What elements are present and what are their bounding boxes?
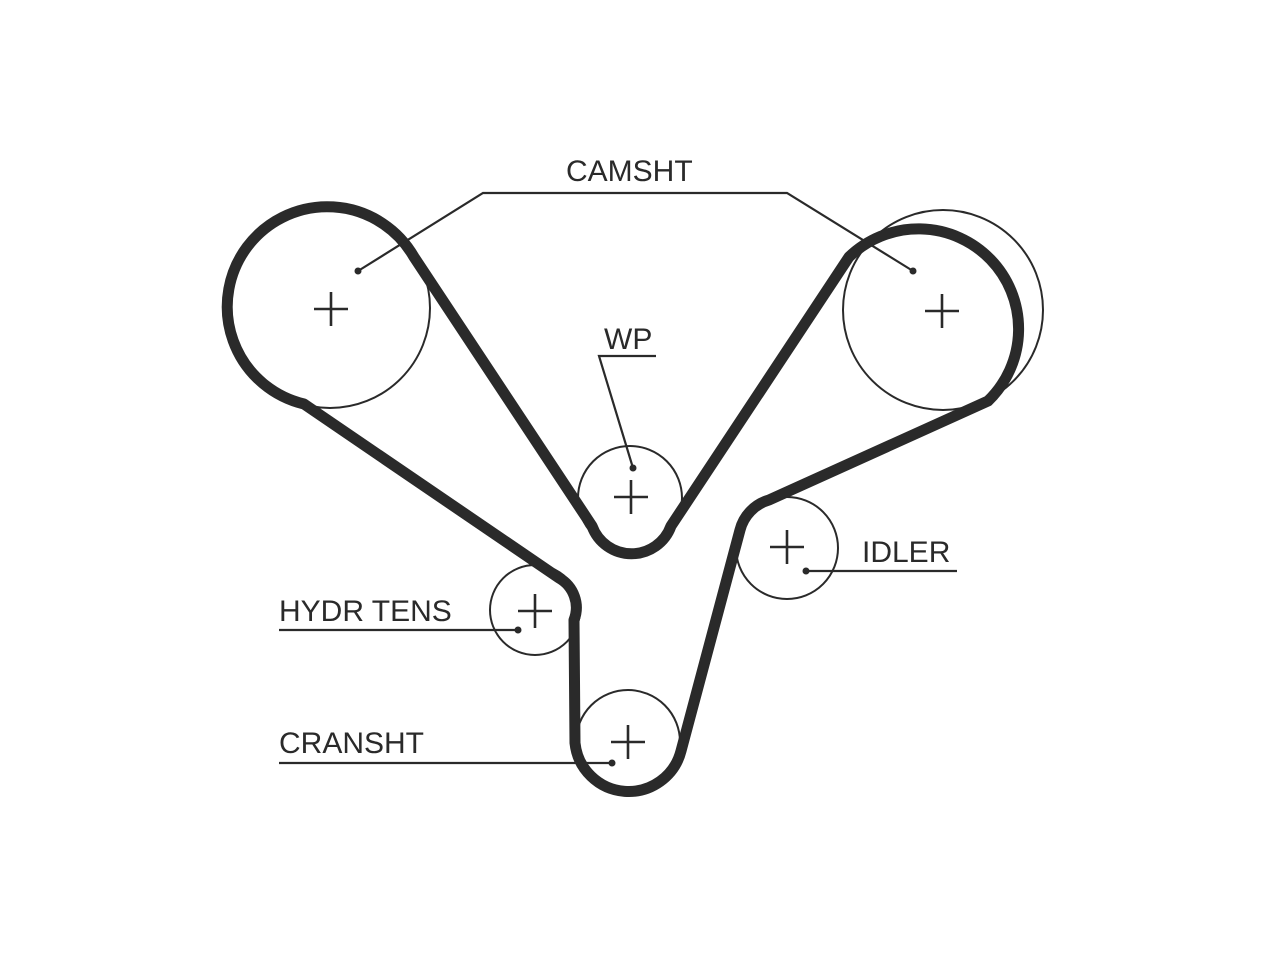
pulleys: [229, 207, 1044, 795]
hydraulic-tensioner-center-icon: [518, 594, 552, 628]
water-pump-leader: [597, 354, 656, 469]
camshaft-right-center-icon: [925, 294, 959, 328]
leader-lines: [279, 191, 957, 767]
timing-belt: [221, 201, 1025, 797]
water-pump-label: WP: [604, 323, 652, 356]
idler-label: IDLER: [862, 536, 950, 569]
camshaft-label: CAMSHT: [566, 155, 693, 188]
labels: CAMSHT WP IDLER HYDR TENS CRANSHT: [279, 155, 950, 760]
crankshaft-label: CRANSHT: [279, 727, 424, 760]
crankshaft-center-icon: [611, 725, 645, 759]
hydraulic-tensioner-label: HYDR TENS: [279, 595, 452, 628]
pulley-centers: [314, 292, 959, 759]
camshaft-leader: [357, 191, 914, 272]
idler-center-icon: [770, 530, 804, 564]
water-pump-center-icon: [614, 480, 648, 514]
camshaft-left-center-icon: [314, 292, 348, 326]
